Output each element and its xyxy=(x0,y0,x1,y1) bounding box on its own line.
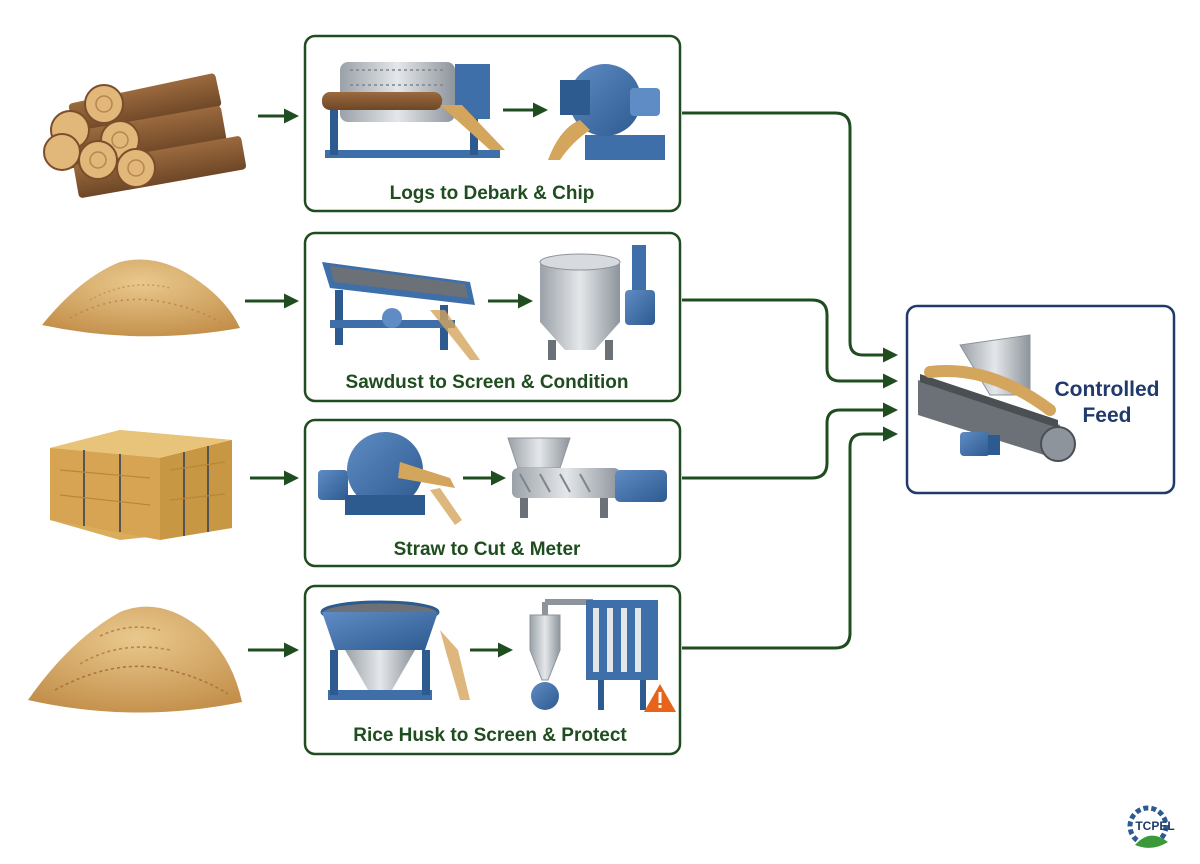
rice-husk-pile-icon xyxy=(28,606,242,713)
process-box-logs: Logs to Debark & Chip xyxy=(303,34,682,213)
straw-cutter-icon xyxy=(318,432,462,525)
connector-logs-to-feed xyxy=(682,111,898,363)
output-label-line1: Controlled xyxy=(1055,378,1160,401)
process-label-husk: Rice Husk to Screen & Protect xyxy=(353,725,627,746)
screw-feeder-icon xyxy=(507,437,667,518)
output-box-controlled-feed: Controlled Feed xyxy=(905,304,1176,495)
process-label-straw: Straw to Cut & Meter xyxy=(394,539,581,560)
sawdust-pile-icon xyxy=(42,259,240,337)
log-pile-icon xyxy=(43,73,247,198)
cyclone-dust-collector-icon xyxy=(529,599,658,710)
vibrating-screen-icon xyxy=(322,262,480,360)
logo-text: TCPEL xyxy=(1135,819,1174,833)
gear-leaf-logo-icon: TCPEL xyxy=(1127,805,1175,848)
connector-husk-to-feed xyxy=(682,426,898,650)
process-box-straw: Straw to Cut & Meter xyxy=(303,418,682,568)
conditioning-tank-icon xyxy=(539,245,655,360)
process-label-sawdust: Sawdust to Screen & Condition xyxy=(346,372,629,393)
connector-straw-to-feed xyxy=(682,402,898,480)
feed-conveyor-icon xyxy=(918,334,1076,462)
rotary-screen-icon xyxy=(320,600,470,700)
output-label-line2: Feed xyxy=(1082,404,1131,427)
process-box-husk: Rice Husk to Screen & Protect xyxy=(303,584,682,756)
process-label-logs: Logs to Debark & Chip xyxy=(390,183,595,204)
drum-debarker-icon xyxy=(322,62,505,158)
connector-sawdust-to-feed xyxy=(682,298,898,389)
process-box-sawdust: Sawdust to Screen & Condition xyxy=(303,231,682,403)
warning-icon xyxy=(644,684,676,712)
straw-bale-icon xyxy=(50,430,232,540)
wood-chipper-icon xyxy=(548,64,665,160)
